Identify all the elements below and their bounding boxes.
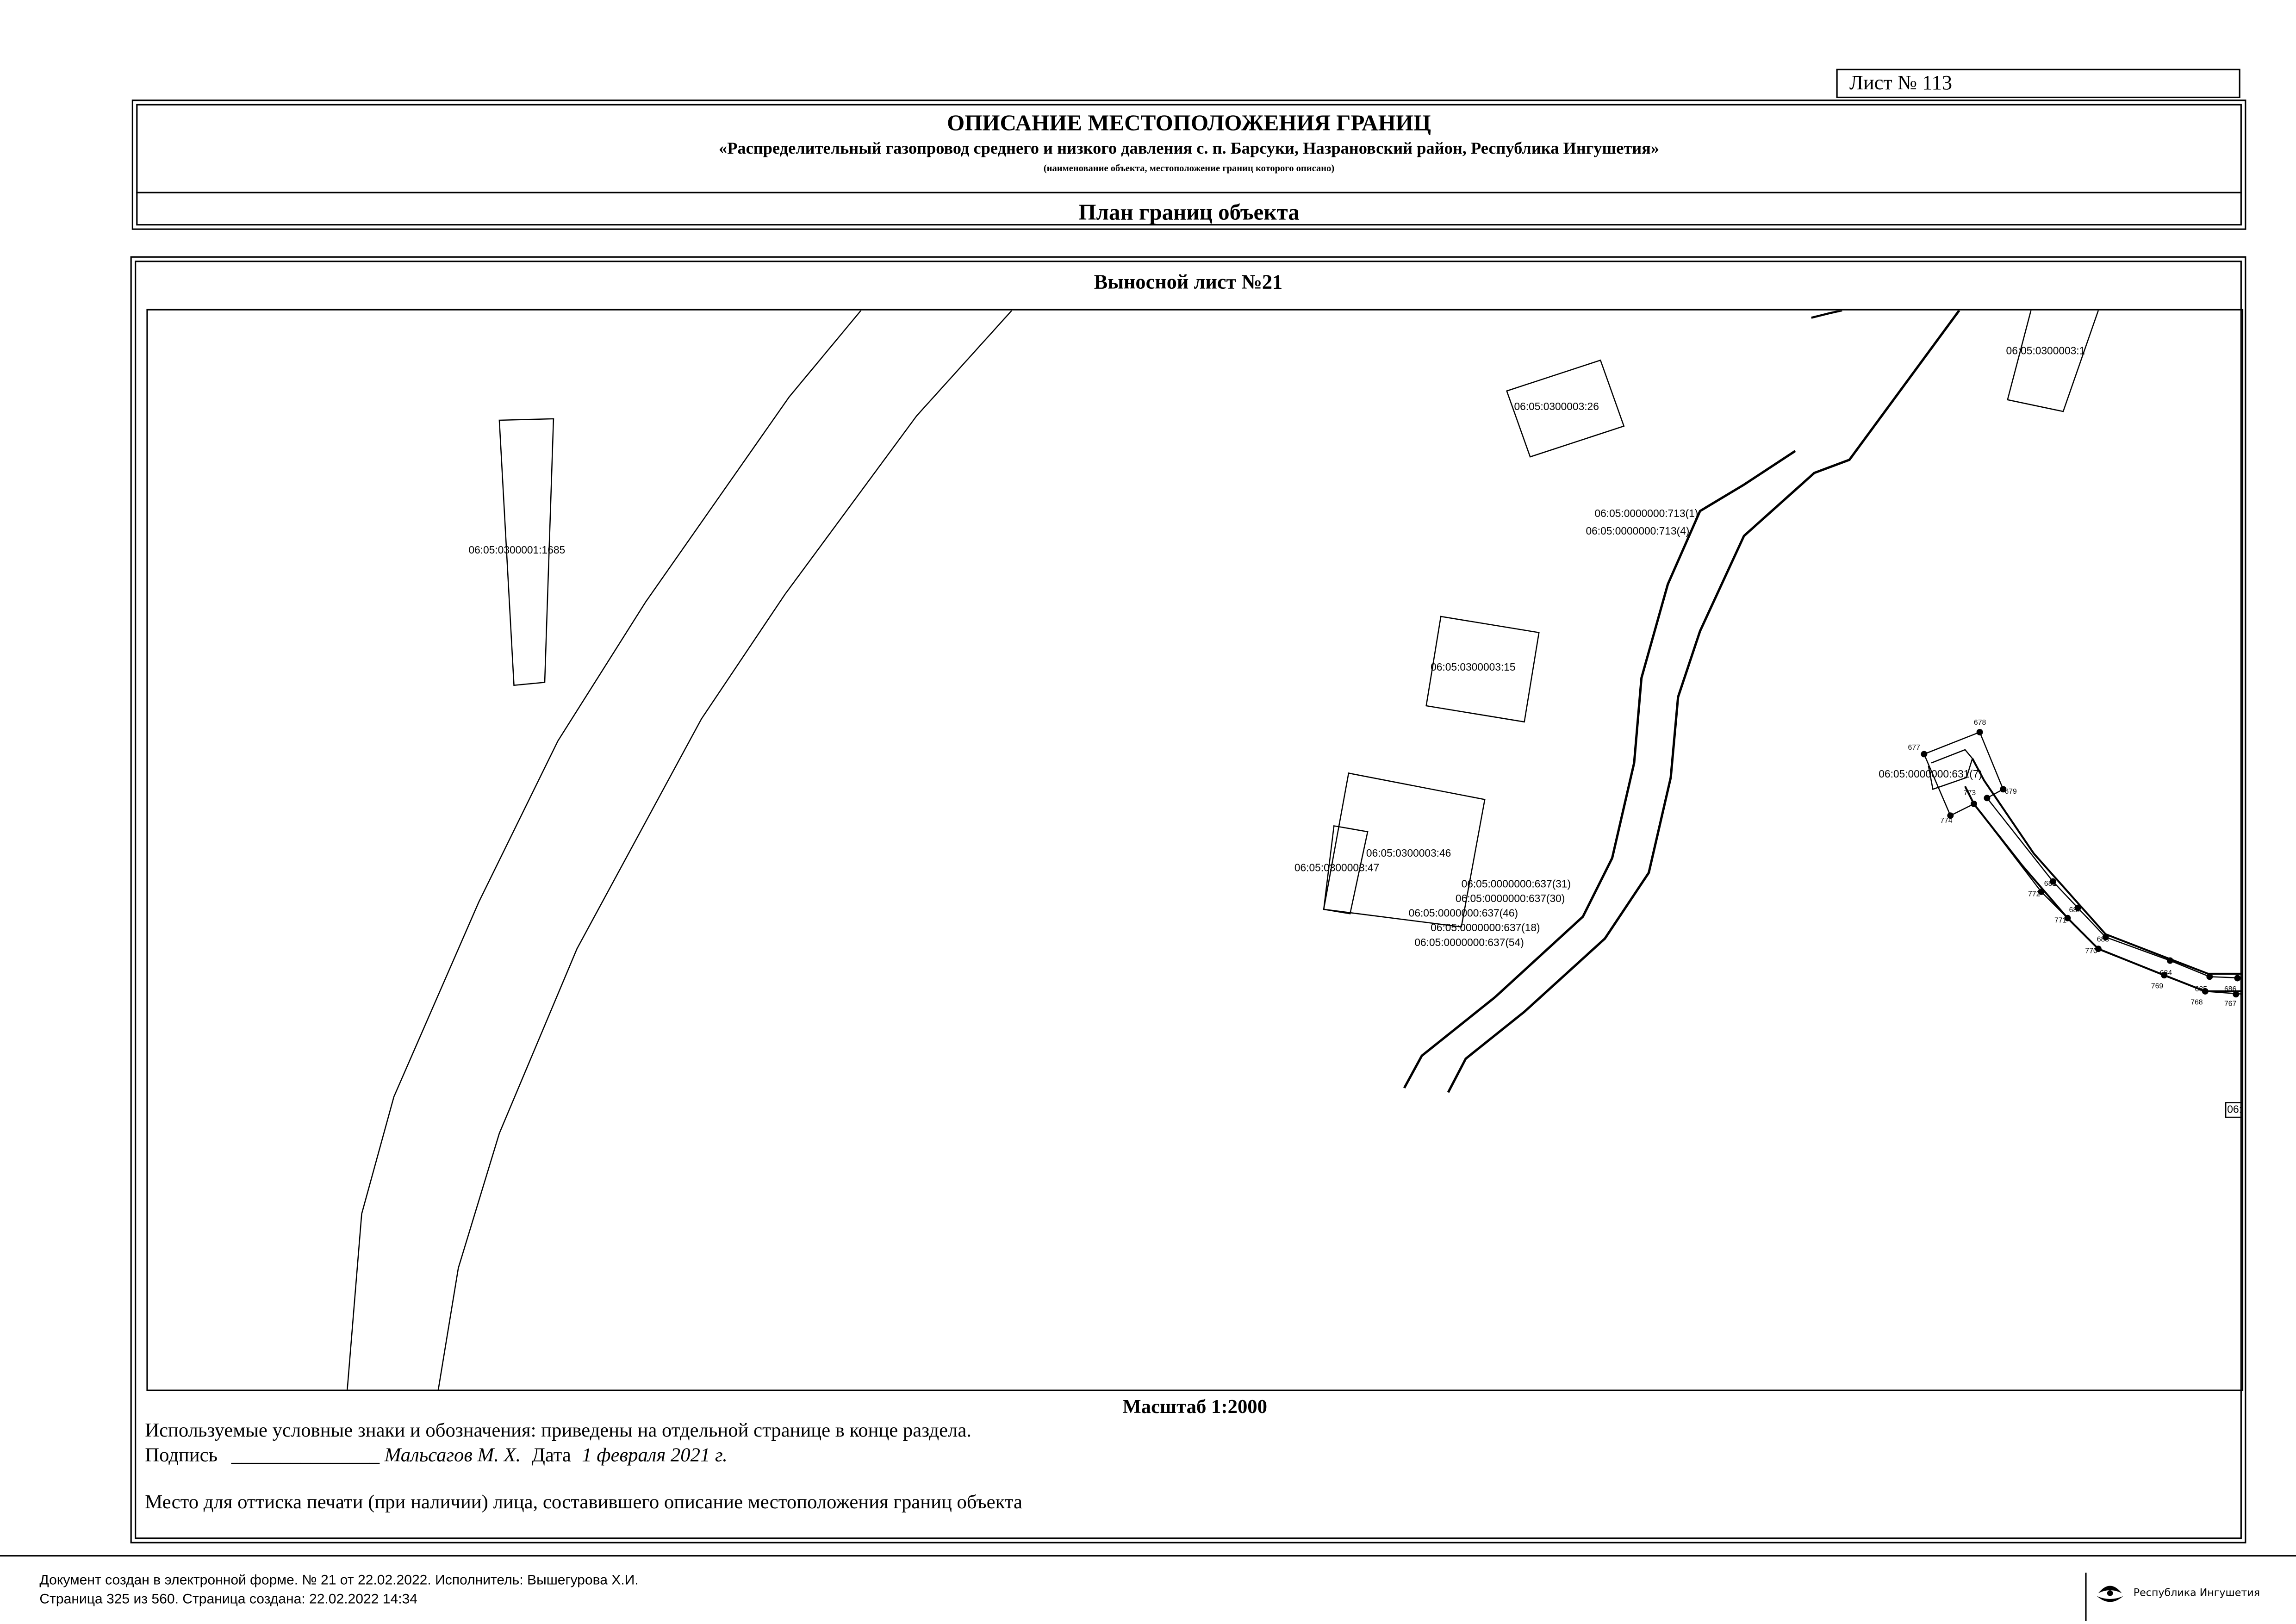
pipeline-631-inner bbox=[1986, 797, 2242, 979]
parcel-1 bbox=[2007, 310, 2099, 412]
map-area bbox=[146, 309, 2244, 1391]
parcel-label: 06:05:0000000:637(46) bbox=[1408, 906, 1518, 920]
point-label: 767 bbox=[2224, 1000, 2237, 1009]
parcel-label: 06:05:0000000:713(4) bbox=[1586, 524, 1690, 538]
point-label: 679 bbox=[2004, 788, 2017, 797]
header-box: ОПИСАНИЕ МЕСТОПОЛОЖЕНИЯ ГРАНИЦ «Распреде… bbox=[131, 100, 2246, 230]
pipeline-top bbox=[1811, 310, 1842, 319]
boundary-points bbox=[1921, 728, 2241, 998]
parcel-label: 06:05:0000000:631(7) bbox=[1879, 767, 1983, 781]
cut-label-box bbox=[2225, 1102, 2242, 1118]
parcel-label: 06:05:0300003:26 bbox=[1514, 399, 1599, 413]
scale-label: Масштаб 1:2000 bbox=[1122, 1395, 1268, 1418]
pipeline-713-b bbox=[1403, 450, 1796, 1089]
parcel-label: 06:05:0300003:46 bbox=[1366, 846, 1451, 860]
parcel-label: 06:05:0300001:1685 bbox=[468, 543, 566, 557]
parcel-631-bracket bbox=[1928, 749, 1973, 790]
point-label: 771 bbox=[2054, 916, 2067, 926]
signature-row: Подпись _______________ Мальсагов М. Х. … bbox=[145, 1444, 728, 1468]
parcel-label-cut: 06: bbox=[2227, 1102, 2242, 1116]
point-label: 685 bbox=[2195, 985, 2208, 995]
parcel-46 bbox=[1323, 772, 1486, 928]
point-label: 774 bbox=[1940, 817, 1953, 826]
footer-brand: Республика Ингушетия bbox=[2133, 1587, 2260, 1599]
plan-inner-border bbox=[135, 261, 2242, 1539]
signature-line: _______________ bbox=[231, 1444, 380, 1466]
document-title: ОПИСАНИЕ МЕСТОПОЛОЖЕНИЯ ГРАНИЦ bbox=[947, 111, 1431, 137]
parcel-1685 bbox=[498, 418, 554, 686]
plan-title: Выносной лист №21 bbox=[1094, 272, 1283, 294]
parcel-label: 06:05:0300003:1 bbox=[2006, 344, 2085, 357]
header-inner-border bbox=[136, 104, 2242, 226]
parcel-47 bbox=[1323, 825, 1369, 915]
sheet-number: Лист № 113 bbox=[1836, 68, 2240, 98]
point-label: 770 bbox=[2085, 947, 2097, 957]
point-label: 683 bbox=[2097, 935, 2109, 945]
object-name: «Распределительный газопровод среднего и… bbox=[719, 140, 1660, 158]
header-divider bbox=[136, 192, 2242, 193]
point-label: 682 bbox=[2069, 906, 2081, 915]
parcel-label: 06:05:0000000:637(30) bbox=[1455, 891, 1565, 905]
coat-of-arms-icon bbox=[2097, 1586, 2123, 1602]
signer-name: Мальсагов М. Х. bbox=[384, 1444, 521, 1466]
object-note: (наименование объекта, местоположение гр… bbox=[1043, 164, 1335, 174]
pipeline-713-a bbox=[1447, 310, 1960, 1093]
stamp-note: Место для оттиска печати (при наличии) л… bbox=[145, 1490, 1022, 1513]
section-title: План границ объекта bbox=[1078, 200, 1300, 226]
road-left-edge bbox=[347, 310, 862, 1390]
road-right-edge bbox=[437, 310, 1013, 1390]
pipeline-631-lower bbox=[1964, 786, 2242, 993]
map-drawing bbox=[347, 310, 2242, 1390]
parcel-label: 06:05:0000000:713(1) bbox=[1594, 506, 1699, 520]
date-value: 1 февраля 2021 г. bbox=[582, 1444, 728, 1466]
parcel-label: 06:05:0300003:47 bbox=[1294, 861, 1380, 874]
parcel-15 bbox=[1425, 616, 1540, 723]
footer-divider bbox=[0, 1555, 2296, 1557]
point-label: 686 bbox=[2224, 985, 2237, 995]
footer-line-2: Страница 325 из 560. Страница создана: 2… bbox=[39, 1592, 418, 1608]
point-label: 772 bbox=[2028, 890, 2041, 899]
point-label: 678 bbox=[1973, 719, 1986, 728]
footer-logo-divider bbox=[2085, 1573, 2087, 1621]
plan-frame: Выносной лист №21 bbox=[130, 256, 2246, 1543]
date-label: Дата bbox=[531, 1444, 571, 1466]
parcel-label: 06:05:0000000:637(18) bbox=[1431, 921, 1540, 934]
parcel-631-outline bbox=[1923, 731, 2004, 799]
footer-line-1: Документ создан в электронной форме. № 2… bbox=[39, 1573, 639, 1589]
point-label: 684 bbox=[2159, 969, 2172, 978]
parcel-label: 06:05:0000000:637(31) bbox=[1461, 877, 1571, 890]
parcel-label: 06:05:0300003:15 bbox=[1431, 660, 1516, 674]
signature-label: Подпись bbox=[145, 1444, 218, 1466]
point-label: 681 bbox=[2044, 880, 2057, 889]
point-label: 769 bbox=[2151, 982, 2164, 991]
point-label: 773 bbox=[1963, 789, 1976, 798]
legend-note: Используемые условные знаки и обозначени… bbox=[145, 1419, 972, 1441]
point-label: 768 bbox=[2190, 998, 2203, 1008]
point-label: 677 bbox=[1908, 744, 1920, 753]
parcel-label: 06:05:0000000:637(54) bbox=[1414, 935, 1524, 949]
parcel-26 bbox=[1506, 359, 1625, 458]
